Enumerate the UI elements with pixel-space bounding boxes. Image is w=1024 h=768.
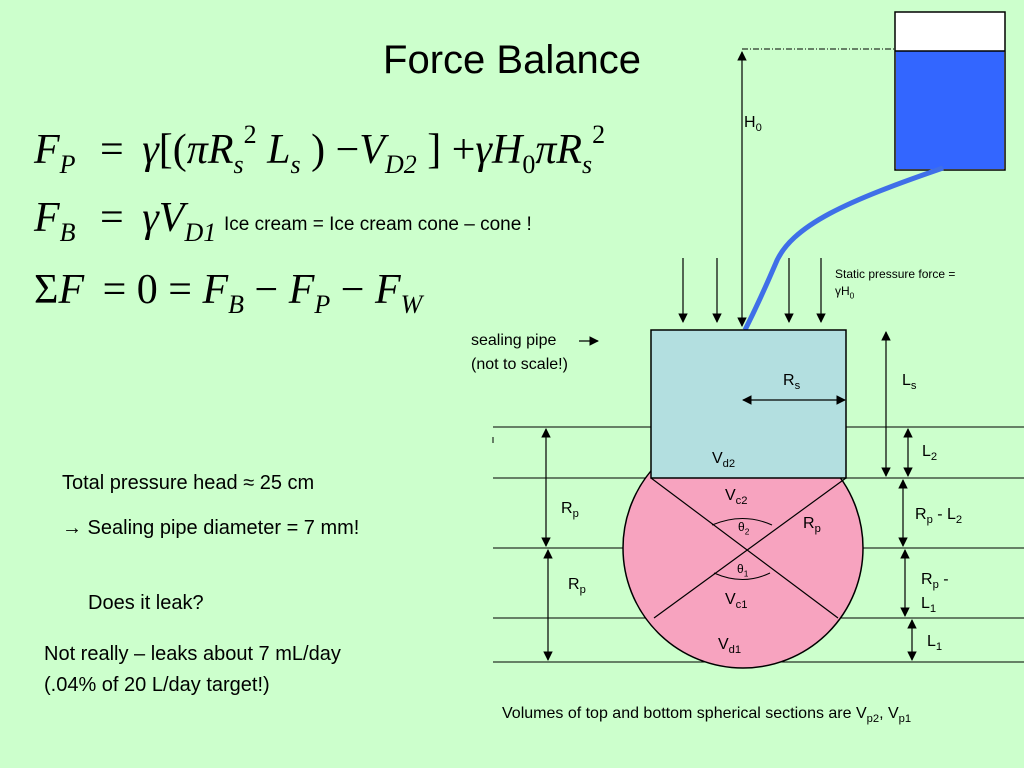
- eq-symbol: γ: [142, 127, 159, 173]
- water-level: [896, 51, 1004, 169]
- eq-symbol: R: [556, 127, 583, 173]
- eq-operator: [(: [158, 127, 187, 173]
- eq-symbol: π: [186, 127, 208, 173]
- theta1-arc: [713, 572, 771, 580]
- eq-subscript: P: [314, 290, 331, 319]
- h0-label: H0: [744, 114, 762, 135]
- eq-symbol: V: [158, 195, 185, 241]
- fp-equation: FP = γ[(πRs2 Ls ) −VD2 ] +γH0πRs2: [34, 120, 605, 180]
- theta2-label: θ2: [738, 520, 750, 537]
- eq-subscript: B: [59, 218, 76, 247]
- eq-symbol: V: [359, 127, 385, 173]
- question-text: Does it leak?: [88, 592, 204, 614]
- pipe-diameter-text: → Sealing pipe diameter = 7 mm!: [62, 517, 360, 539]
- eq-superscript: 2: [243, 120, 257, 149]
- eq-operator: =: [102, 267, 127, 313]
- eq-symbol: L: [267, 127, 291, 173]
- eq-number: 0: [136, 267, 158, 313]
- eq-symbol: F: [34, 195, 60, 241]
- total-head-text: Total pressure head ≈ 25 cm: [62, 472, 315, 494]
- eq-operator: −: [340, 267, 365, 313]
- eq-symbol: F: [288, 267, 315, 313]
- ls-label: Ls: [902, 372, 917, 393]
- theta1-label: θ1: [737, 562, 749, 579]
- eq-operator: ): [311, 127, 326, 173]
- ice-cream-note: Ice cream = Ice cream cone – cone !: [224, 214, 532, 235]
- eq-symbol: H: [491, 127, 523, 173]
- sealing-pipe: [650, 329, 847, 479]
- vd1-label: Vd1: [718, 636, 742, 657]
- eq-symbol: γ: [142, 195, 159, 241]
- rp-top-left-label: Rp: [561, 500, 579, 521]
- eq-subscript: s: [582, 150, 593, 179]
- eq-symbol: γ: [475, 127, 492, 173]
- sum-equation: ΣF = 0 = FB − FP − FW: [34, 266, 422, 320]
- rp-minus-l2-label: Rp - L2: [915, 506, 963, 527]
- eq-symbol: π: [535, 127, 557, 173]
- l2-label: L2: [922, 443, 938, 464]
- eq-operator: =: [100, 127, 124, 173]
- cone-line: [650, 477, 839, 619]
- static-pressure-line-1: Static pressure force =: [835, 267, 956, 281]
- volumes-caption: Volumes of top and bottom spherical sect…: [502, 705, 912, 726]
- eq-subscript: D1: [184, 218, 217, 247]
- cone-line: [653, 477, 847, 619]
- answer-line-1: Not really – leaks about 7 mL/day: [44, 643, 341, 665]
- eq-operator: −: [254, 267, 279, 313]
- page-title: Force Balance: [383, 38, 641, 82]
- eq-subscript: W: [400, 290, 423, 319]
- eq-operator: =: [100, 195, 124, 241]
- fb-equation: FB = γVD1: [34, 194, 216, 248]
- rp-right-label: Rp: [803, 515, 821, 536]
- eq-symbol: R: [207, 127, 234, 173]
- theta2-arc: [711, 518, 773, 526]
- eq-subscript: s: [233, 150, 244, 179]
- eq-operator: ]: [427, 127, 442, 173]
- static-pressure-line-2: γH0: [835, 284, 855, 301]
- supply-tube: [742, 165, 944, 332]
- rp-minus-l1-label-line-2: L1: [921, 595, 937, 616]
- l1-label: L1: [927, 633, 943, 654]
- rs-label: Rs: [783, 372, 801, 393]
- vc1-label: Vc1: [725, 591, 748, 612]
- vd2-label: Vd2: [712, 450, 736, 471]
- eq-subscript: 0: [522, 150, 536, 179]
- vc2-label: Vc2: [725, 487, 748, 508]
- sealing-pipe-label: sealing pipe: [471, 332, 557, 349]
- eq-subscript: P: [59, 150, 76, 179]
- eq-operator: −: [335, 127, 360, 173]
- rp-minus-l1-label-line-1: Rp -: [921, 571, 949, 592]
- answer-line-2: (.04% of 20 L/day target!): [44, 674, 270, 696]
- eq-subscript: s: [290, 150, 301, 179]
- eq-superscript: 2: [592, 120, 606, 149]
- eq-subscript: B: [228, 290, 245, 319]
- eq-operator: +: [451, 127, 476, 173]
- eq-symbol: F: [34, 127, 60, 173]
- rp-bottom-left-label: Rp: [568, 576, 586, 597]
- not-to-scale-label: (not to scale!): [471, 356, 568, 373]
- eq-symbol: F: [202, 267, 229, 313]
- eq-subscript: D2: [384, 150, 417, 179]
- eq-operator: =: [168, 267, 192, 313]
- eq-symbol: Σ: [34, 267, 59, 313]
- eq-symbol: F: [374, 267, 401, 313]
- eq-symbol: F: [58, 267, 85, 313]
